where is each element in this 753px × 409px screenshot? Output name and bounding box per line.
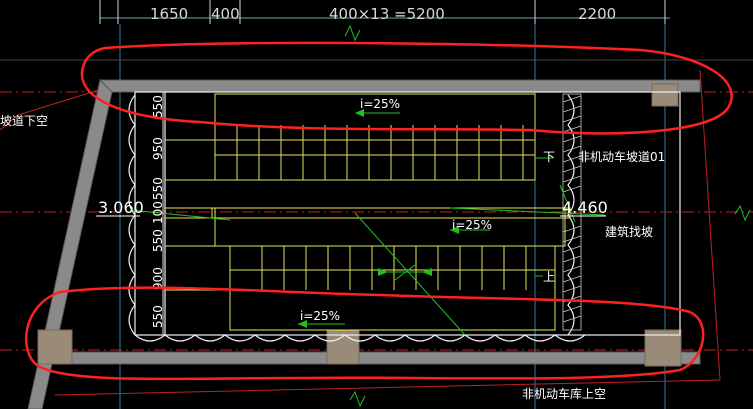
- side-dim-3: 550: [151, 177, 165, 200]
- side-dim-1: 550: [151, 95, 165, 118]
- label-building-ramp: 建筑找坡: [605, 224, 653, 239]
- structural-walls: [27, 78, 701, 409]
- side-dim-5: 550: [151, 229, 165, 252]
- side-dim-6: 900: [151, 267, 165, 290]
- slope-label-top: i=25%: [360, 97, 400, 111]
- slope-label-middle: i=25%: [452, 218, 492, 232]
- dim-400: 400: [211, 5, 240, 23]
- elevation-left: 3.060: [98, 198, 144, 217]
- label-up: 上: [543, 270, 555, 284]
- lower-stair-treads: [230, 246, 555, 290]
- arrowheads: [298, 109, 459, 328]
- side-dim-7: 550: [151, 305, 165, 328]
- markup-loop-bottom: [24, 286, 705, 381]
- dim-2200: 2200: [578, 5, 616, 23]
- top-dimension-chain: [99, 0, 670, 24]
- label-ramp-down-empty: 坡道下空: [0, 114, 48, 128]
- markup-loop-top: [80, 41, 733, 135]
- slope-label-bottom: i=25%: [300, 309, 340, 323]
- axis-markers: [344, 24, 751, 408]
- leader-lines: [129, 112, 606, 336]
- label-nonmotor-garage-above: 非机动车库上空: [522, 386, 606, 401]
- axis-lines: [0, 91, 753, 351]
- structural-columns: [37, 83, 682, 367]
- dim-5200: 400×13 =5200: [329, 5, 445, 23]
- label-nonmotor-ramp: 非机动车坡道01: [578, 149, 665, 164]
- side-dim-2: 950: [151, 137, 165, 160]
- dim-1650: 1650: [150, 5, 188, 23]
- label-down: 下: [543, 150, 555, 164]
- stair-ramp: [165, 93, 571, 331]
- side-dim-4: 100: [151, 201, 165, 224]
- elevation-right: 4.460: [562, 198, 608, 217]
- upper-stair-treads: [215, 125, 535, 180]
